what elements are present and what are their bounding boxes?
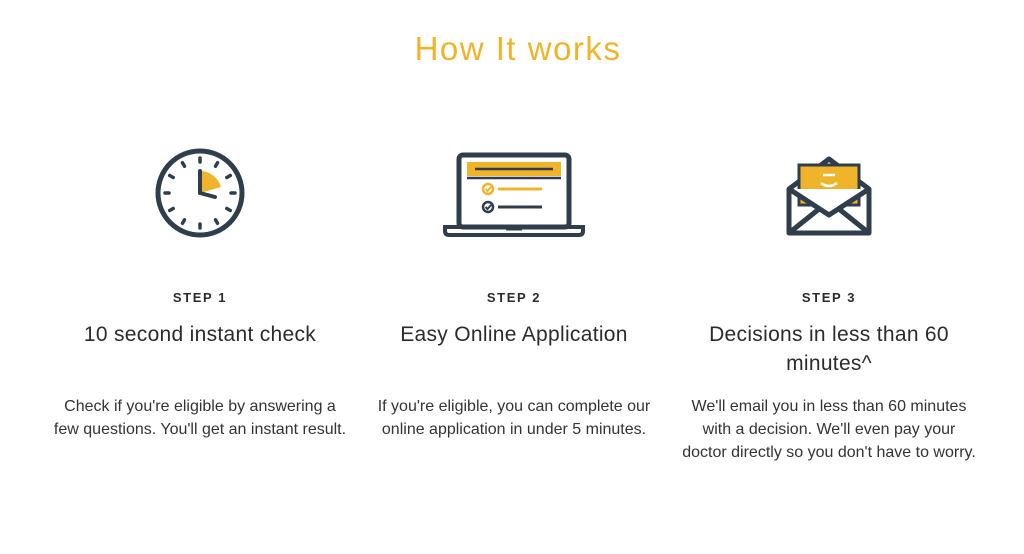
step-2-description: If you're eligible, you can complete our… [377, 398, 651, 438]
laptop-checklist-icon [443, 152, 585, 237]
step-2-label: STEP 2 [486, 290, 542, 305]
step-1: STEP 1 10 second instant check Check if … [40, 138, 360, 441]
step-1-description: Check if you're eligible by answering a … [53, 398, 347, 438]
step-1-icon-wrap [40, 138, 360, 248]
clock-icon [155, 148, 245, 238]
step-2-icon-wrap [354, 138, 674, 248]
step-3-heading: Decisions in less than 60 minutes^ [709, 323, 949, 375]
open-envelope-icon [786, 156, 872, 236]
step-3: STEP 3 Decisions in less than 60 minutes… [669, 138, 989, 464]
section-title: How It works [414, 30, 622, 68]
step-2-heading: Easy Online Application [400, 323, 628, 346]
step-3-icon-wrap [669, 138, 989, 248]
step-1-label: STEP 1 [172, 290, 228, 305]
step-3-label: STEP 3 [801, 290, 857, 305]
step-2: STEP 2 Easy Online Application If you're… [354, 138, 674, 441]
step-3-description: We'll email you in less than 60 minutes … [682, 398, 976, 461]
step-1-heading: 10 second instant check [83, 323, 317, 346]
